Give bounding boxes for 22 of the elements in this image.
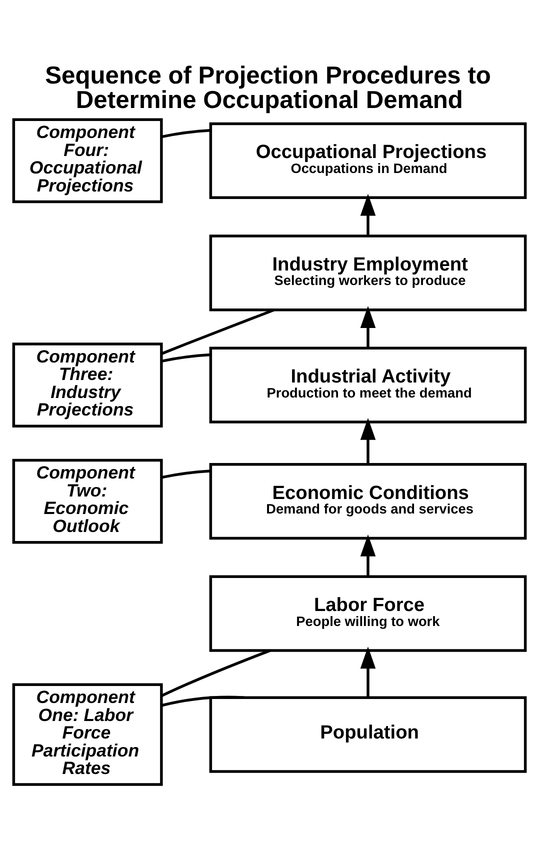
node-box: Component Three: Industry Projections [12, 342, 163, 428]
arrow [360, 306, 376, 348]
connector [161, 353, 210, 362]
node-box: Component Four: Occupational Projections [12, 118, 163, 204]
node-box: Industrial Activity Production to meet the demand [209, 346, 527, 424]
diagram-title: Sequence of Projection Procedures to Determine Occupational Demand [45, 62, 491, 114]
node-box: Economic Conditions Demand for goods and services [209, 463, 527, 540]
node-box: Component One: Labor Force Participation Rates [12, 683, 163, 786]
connector [161, 696, 244, 707]
node-box: Labor Force People willing to work [209, 575, 527, 652]
arrow [360, 194, 376, 236]
node-box: Population [209, 696, 527, 773]
connector [160, 649, 271, 698]
arrow [360, 646, 376, 698]
node-box: Industry Employment Selecting workers to produce [209, 234, 527, 312]
connector [161, 308, 274, 355]
arrow [360, 418, 376, 464]
node-box: Occupational Projections Occupations in Demand [209, 122, 527, 200]
node-box: Component Two: Economic Outlook [12, 458, 163, 544]
connector [161, 129, 210, 138]
arrow [360, 534, 376, 576]
connector [161, 470, 210, 479]
